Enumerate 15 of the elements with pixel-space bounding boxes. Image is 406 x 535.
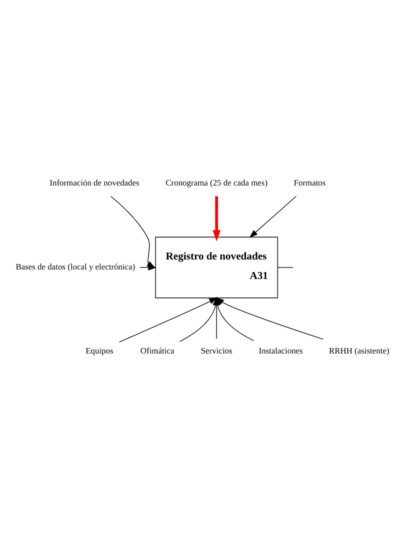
node-box: Registro de novedades A31 [155,236,278,298]
arrow [140,264,157,270]
node-text: Instalaciones [258,346,303,356]
arrow [212,196,221,242]
node-text: Cronograma (25 de cada mes) [166,178,268,188]
node-text: RRHH (asistente) [328,346,390,356]
node-text: Servicios [200,346,232,356]
node-text: Bases de datos (local y electrónica) [16,262,136,272]
arrow [249,196,297,238]
arrow [216,297,324,340]
connector [278,267,294,268]
node-text: Formatos [294,178,326,188]
node-text: Ofimática [140,346,174,356]
node-text: Información de novedades [50,178,140,188]
node-text: Equipos [86,346,114,356]
